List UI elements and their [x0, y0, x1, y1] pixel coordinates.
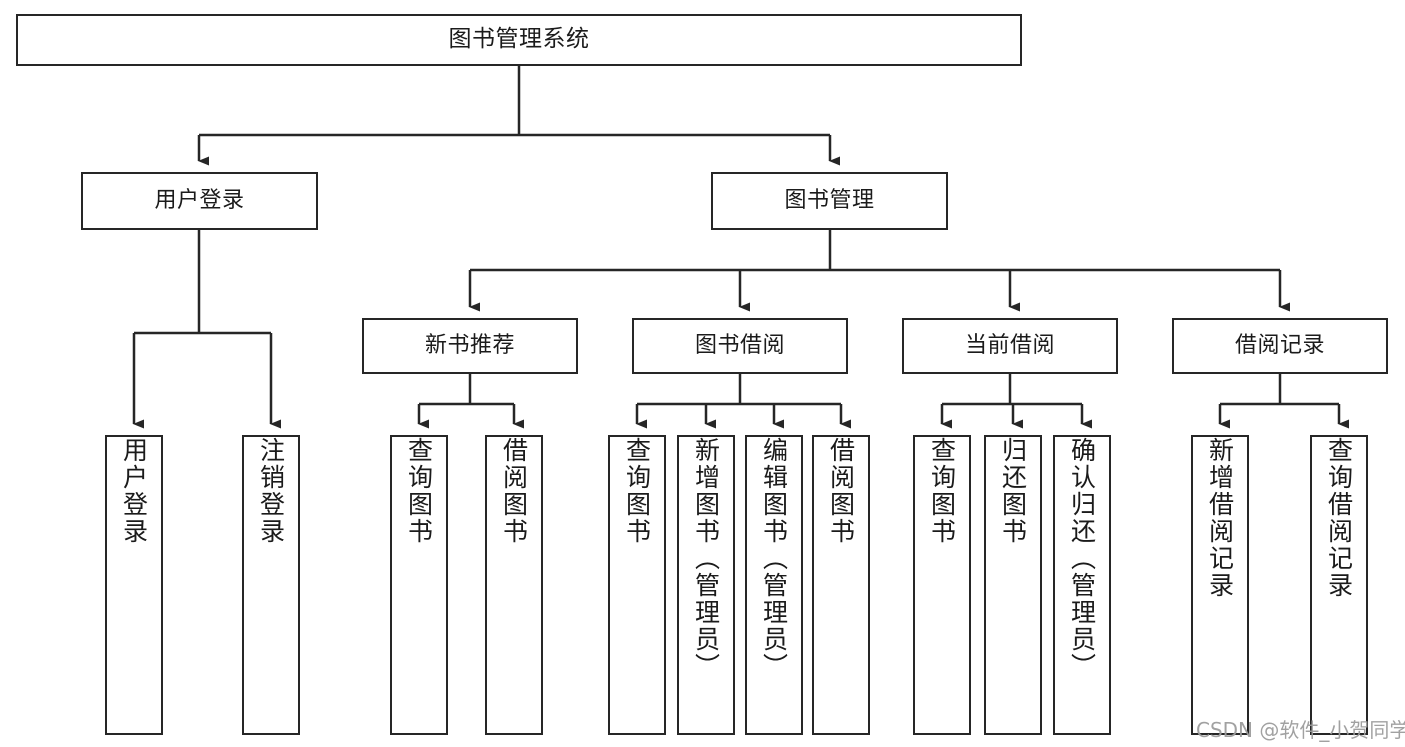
node-label-current-borrow: 当前借阅 — [964, 332, 1055, 358]
node-new-book-recommend[interactable]: 新书推荐 — [362, 318, 578, 374]
node-label-user-login: 用户登录 — [154, 187, 245, 213]
node-label-leaf-user-logout: 注销登录 — [256, 437, 286, 545]
node-book-borrow[interactable]: 图书借阅 — [632, 318, 848, 374]
node-label-leaf-add-record: 新增借阅记录 — [1205, 437, 1235, 599]
node-label-borrow-record: 借阅记录 — [1234, 332, 1325, 358]
node-borrow-record[interactable]: 借阅记录 — [1172, 318, 1388, 374]
node-current-borrow[interactable]: 当前借阅 — [902, 318, 1118, 374]
node-label-leaf-add-book: 新增图书（管理员） — [691, 437, 721, 680]
node-label-leaf-query-book-2: 查询图书 — [622, 437, 652, 545]
node-label-new-book-recommend: 新书推荐 — [424, 332, 515, 358]
node-label-leaf-query-book-3: 查询图书 — [927, 437, 957, 545]
node-leaf-user-login[interactable]: 用户登录 — [105, 435, 163, 735]
node-leaf-query-book-1[interactable]: 查询图书 — [390, 435, 448, 735]
node-label-root: 图书管理系统 — [448, 26, 590, 53]
node-leaf-query-book-3[interactable]: 查询图书 — [913, 435, 971, 735]
node-leaf-return-book[interactable]: 归还图书 — [984, 435, 1042, 735]
node-leaf-user-logout[interactable]: 注销登录 — [242, 435, 300, 735]
node-leaf-add-record[interactable]: 新增借阅记录 — [1191, 435, 1249, 735]
node-label-leaf-edit-book: 编辑图书（管理员） — [759, 437, 789, 680]
node-label-leaf-return-book: 归还图书 — [998, 437, 1028, 545]
node-root[interactable]: 图书管理系统 — [16, 14, 1022, 66]
node-label-book-manage: 图书管理 — [784, 187, 875, 213]
node-leaf-query-book-2[interactable]: 查询图书 — [608, 435, 666, 735]
node-label-leaf-confirm-return: 确认归还（管理员） — [1067, 437, 1097, 680]
node-leaf-borrow-book-2[interactable]: 借阅图书 — [812, 435, 870, 735]
node-leaf-confirm-return[interactable]: 确认归还（管理员） — [1053, 435, 1111, 735]
node-leaf-add-book[interactable]: 新增图书（管理员） — [677, 435, 735, 735]
node-label-leaf-query-record: 查询借阅记录 — [1324, 437, 1354, 599]
node-book-manage[interactable]: 图书管理 — [711, 172, 948, 230]
connector-lines — [132, 66, 1349, 429]
node-label-leaf-borrow-book-1: 借阅图书 — [499, 437, 529, 545]
node-leaf-query-record[interactable]: 查询借阅记录 — [1310, 435, 1368, 735]
node-label-leaf-borrow-book-2: 借阅图书 — [826, 437, 856, 545]
node-label-book-borrow: 图书借阅 — [694, 332, 785, 358]
node-label-leaf-user-login: 用户登录 — [119, 437, 149, 545]
node-label-leaf-query-book-1: 查询图书 — [404, 437, 434, 545]
node-leaf-borrow-book-1[interactable]: 借阅图书 — [485, 435, 543, 735]
node-leaf-edit-book[interactable]: 编辑图书（管理员） — [745, 435, 803, 735]
node-user-login[interactable]: 用户登录 — [81, 172, 318, 230]
